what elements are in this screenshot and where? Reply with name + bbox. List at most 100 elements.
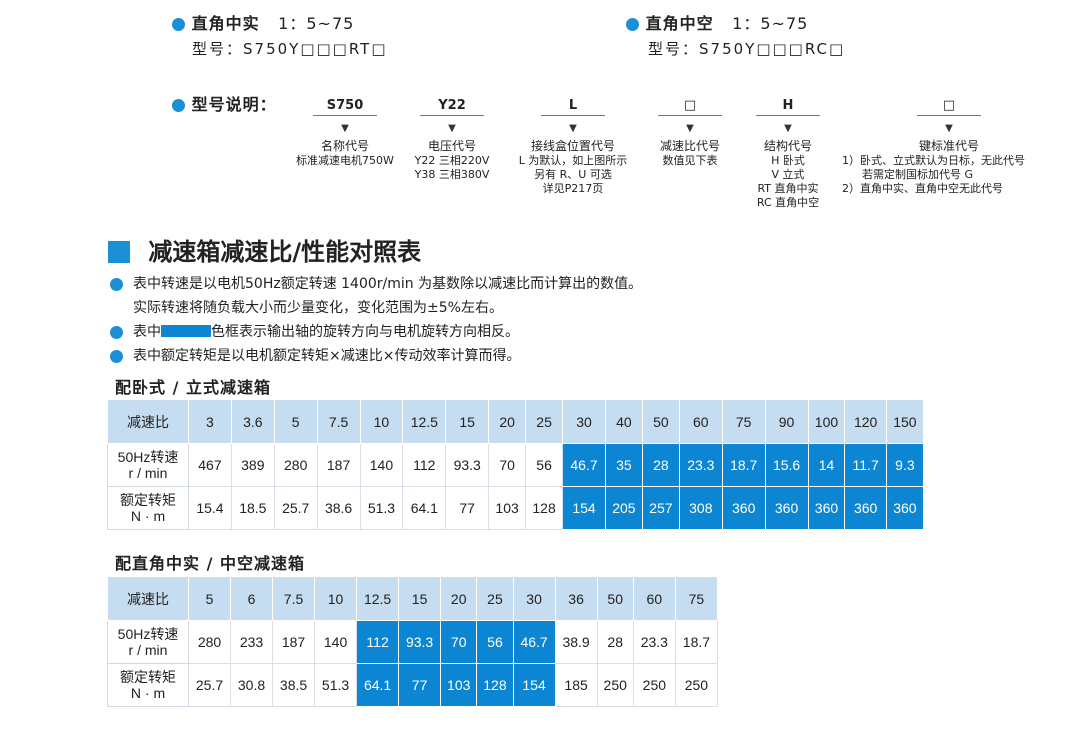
note-4: 表中额定转矩是以电机额定转矩×减速比×传动效率计算而得。 [110, 344, 520, 368]
speed-cell: 23.3 [678, 443, 723, 487]
torque-cell: 30.8 [230, 663, 274, 707]
speed-cell: 187 [316, 443, 361, 487]
torque-cell: 25.7 [273, 486, 318, 530]
note-text: 色框表示输出轴的旋转方向与电机旋转方向相反。 [211, 324, 519, 340]
ratio-cell: 15 [445, 399, 490, 444]
row-label-line: N · m [130, 508, 166, 524]
ratio-cell: 25 [476, 576, 514, 621]
model-code: H [782, 98, 794, 113]
header-right-ratio: 1：5~75 [732, 14, 809, 33]
torque-cell: 360 [721, 486, 766, 530]
ratio-cell: 120 [844, 399, 887, 444]
note-text: 表中 [133, 324, 161, 340]
ratio-cell: 36 [554, 576, 598, 621]
torque-cell: 77 [398, 663, 442, 707]
square-bullet-icon [108, 241, 130, 263]
torque-cell: 308 [678, 486, 723, 530]
row-label-line: 额定转矩 [120, 492, 176, 508]
bullet-icon [626, 18, 639, 31]
ratio-cell: 5 [273, 399, 318, 444]
header-left-model: 型号：S750Y□□□RT□ [192, 40, 388, 58]
model-code-desc: 另有 R、U 可选 [534, 168, 612, 181]
speed-cell: 112 [402, 443, 447, 487]
ratio-cell: 40 [604, 399, 643, 444]
speed-cell: 28 [596, 620, 634, 664]
model-code: S750 [326, 98, 364, 113]
speed-cell: 70 [440, 620, 478, 664]
table1-title: 配卧式 / 立式减速箱 [115, 378, 271, 397]
speed-cell: 467 [188, 443, 232, 487]
model-code-desc: H 卧式 [771, 154, 805, 167]
arrow-down-icon: ▼ [945, 123, 953, 134]
ratio-cell: 12.5 [356, 576, 400, 621]
speed-cell: 56 [525, 443, 564, 487]
ratio-cell: 10 [314, 576, 358, 621]
torque-cell: 257 [641, 486, 680, 530]
speed-cell: 140 [359, 443, 404, 487]
ratio-cell: 50 [596, 576, 634, 621]
ratio-cell: 75 [721, 399, 766, 444]
model-col-structure: H ▼ 结构代号 H 卧式 V 立式 RT 直角中实 RC 直角中空 [742, 97, 834, 210]
speed-cell: 18.7 [721, 443, 766, 487]
ratio-cell: 60 [632, 576, 676, 621]
section-title: 减速箱减速比/性能对照表 [148, 238, 422, 266]
torque-cell: 51.3 [359, 486, 404, 530]
model-code-desc: 2）直角中实、直角中空无此代号 [842, 182, 1003, 195]
ratio-cell: 100 [807, 399, 846, 444]
row-label: 减速比 [107, 576, 189, 621]
ratio-cell: 30 [562, 399, 606, 444]
ratio-cell: 10 [359, 399, 404, 444]
torque-cell: 360 [844, 486, 887, 530]
torque-cell: 250 [674, 663, 719, 707]
speed-cell: 9.3 [885, 443, 925, 487]
model-code-name: 键标准代号 [918, 139, 979, 153]
ratio-cell: 50 [641, 399, 680, 444]
ratio-cell: 25 [525, 399, 564, 444]
header-right-model: 型号：S750Y□□□RC□ [648, 40, 846, 58]
model-code-desc: 若需定制国标加代号 G [862, 168, 974, 181]
speed-cell: 280 [187, 620, 232, 664]
model-col-voltage: Y22 ▼ 电压代号 Y22 三相220V Y38 三相380V [402, 97, 502, 182]
ratio-cell: 15 [398, 576, 442, 621]
torque-cell: 18.5 [230, 486, 275, 530]
speed-cell: 389 [230, 443, 275, 487]
bullet-icon [110, 349, 123, 363]
torque-cell: 25.7 [187, 663, 232, 707]
speed-cell: 18.7 [674, 620, 719, 664]
model-code-desc: Y22 三相220V [414, 154, 490, 167]
torque-cell: 250 [596, 663, 634, 707]
model-col-name: S750 ▼ 名称代号 标准减速电机750W [290, 97, 400, 168]
header-left-ratio: 1：5~75 [278, 14, 355, 33]
speed-cell: 93.3 [398, 620, 442, 664]
torque-cell: 64.1 [356, 663, 400, 707]
model-code-desc: Y38 三相380V [414, 168, 490, 181]
ratio-cell: 3.6 [230, 399, 275, 444]
model-code-name: 名称代号 [320, 139, 369, 153]
speed-cell: 46.7 [512, 620, 556, 664]
model-code-name: 电压代号 [427, 139, 476, 153]
ratio-cell: 6 [230, 576, 274, 621]
bullet-icon [172, 99, 185, 112]
torque-cell: 103 [440, 663, 478, 707]
ratio-cell: 20 [440, 576, 478, 621]
speed-cell: 11.7 [844, 443, 887, 487]
ratio-cell: 30 [512, 576, 556, 621]
speed-cell: 15.6 [764, 443, 809, 487]
model-explain-label-row: 型号说明： [172, 91, 277, 115]
torque-cell: 360 [764, 486, 809, 530]
speed-cell: 280 [273, 443, 318, 487]
model-col-terminal: L ▼ 接线盒位置代号 L 为默认，如上图所示 另有 R、U 可选 详见P217… [505, 97, 641, 196]
ratio-cell: 75 [674, 576, 719, 621]
torque-cell: 128 [525, 486, 564, 530]
speed-cell: 112 [356, 620, 400, 664]
row-label-line: 50Hz转速 [117, 449, 179, 465]
bullet-icon [172, 18, 185, 31]
torque-cell: 64.1 [402, 486, 447, 530]
row-label-line: N · m [130, 685, 166, 701]
